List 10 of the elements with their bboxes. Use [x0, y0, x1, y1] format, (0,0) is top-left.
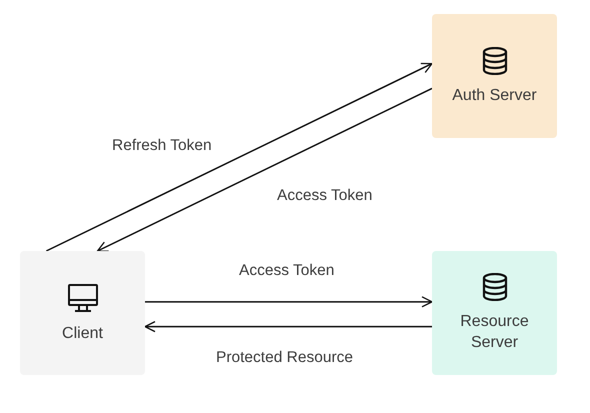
arrow [96, 88, 432, 252]
node-label: Client [61, 324, 104, 344]
server-box [432, 251, 557, 375]
node-label: Resource Server [459, 312, 530, 353]
node-label: Auth Server [451, 86, 538, 106]
arrow [46, 62, 433, 252]
arrow [144, 321, 432, 332]
client-box [20, 251, 145, 375]
arrow [145, 296, 433, 308]
server-box [432, 14, 557, 138]
